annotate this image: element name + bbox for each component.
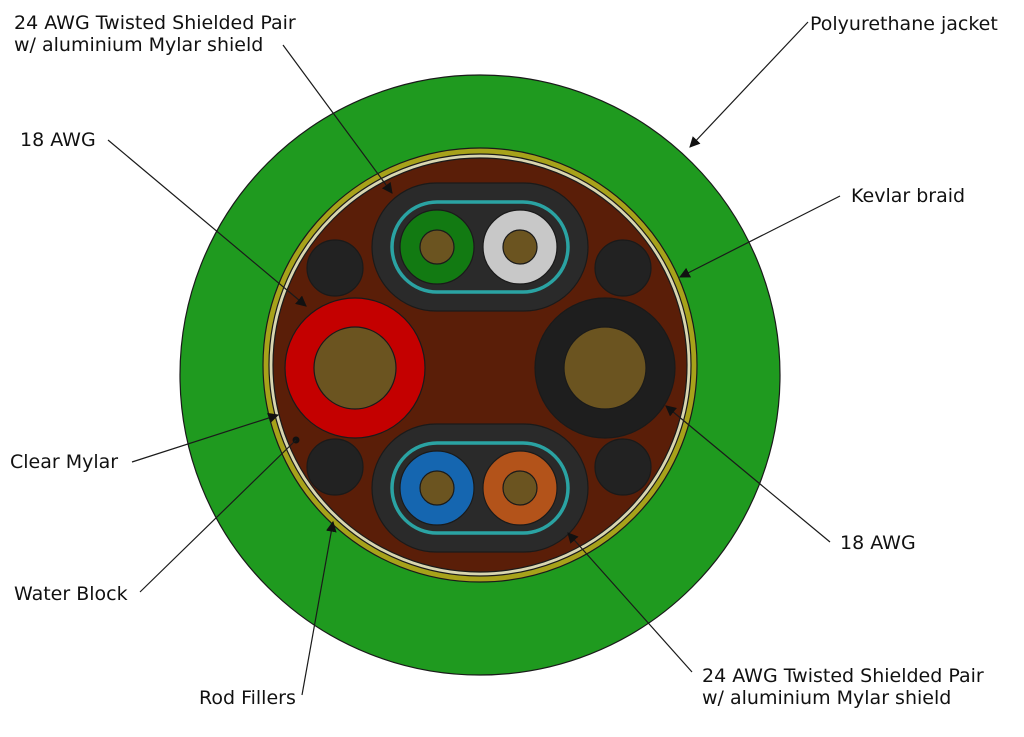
rod-filler — [306, 239, 364, 297]
label-awg18-right: 18 AWG — [840, 532, 916, 554]
pair-shield — [390, 200, 570, 294]
leader-twisted-pair-bottom — [567, 532, 693, 673]
leader-rod-fillers — [301, 520, 337, 696]
rod-filler — [594, 239, 652, 297]
conductor — [313, 326, 397, 410]
label-twisted-pair-top-line2: w/ aluminium Mylar shield — [14, 34, 263, 56]
leader-twisted-pair-top — [282, 44, 393, 194]
label-twisted-pair-bottom-line1: 24 AWG Twisted Shielded Pair — [702, 665, 984, 687]
conductor — [419, 470, 455, 506]
label-rod-fillers: Rod Fillers — [199, 687, 296, 709]
twisted-pair-top — [371, 182, 589, 312]
label-twisted-pair-top-line1: 24 AWG Twisted Shielded Pair — [14, 12, 296, 34]
label-polyurethane-jacket: Polyurethane jacket — [810, 13, 998, 35]
label-twisted-pair-bottom-line2: w/ aluminium Mylar shield — [702, 687, 951, 709]
conductor — [502, 229, 538, 265]
leader-clear-mylar — [131, 412, 280, 463]
label-awg18-left: 18 AWG — [20, 129, 96, 151]
rod-filler — [306, 438, 364, 496]
leader-kevlar-braid — [679, 195, 841, 278]
leader-polyurethane-jacket — [689, 21, 809, 148]
label-water-block: Water Block — [14, 583, 128, 605]
conductor — [502, 470, 538, 506]
twisted-pair-bottom — [371, 423, 589, 553]
leader-awg18-left — [107, 139, 307, 307]
label-clear-mylar: Clear Mylar — [10, 451, 118, 473]
label-kevlar-braid: Kevlar braid — [851, 185, 965, 207]
conductor — [419, 229, 455, 265]
conductor — [563, 326, 647, 410]
leader-water-block — [139, 439, 297, 593]
rod-filler — [594, 438, 652, 496]
pair-shield — [390, 441, 570, 535]
leader-awg18-right — [665, 405, 831, 543]
